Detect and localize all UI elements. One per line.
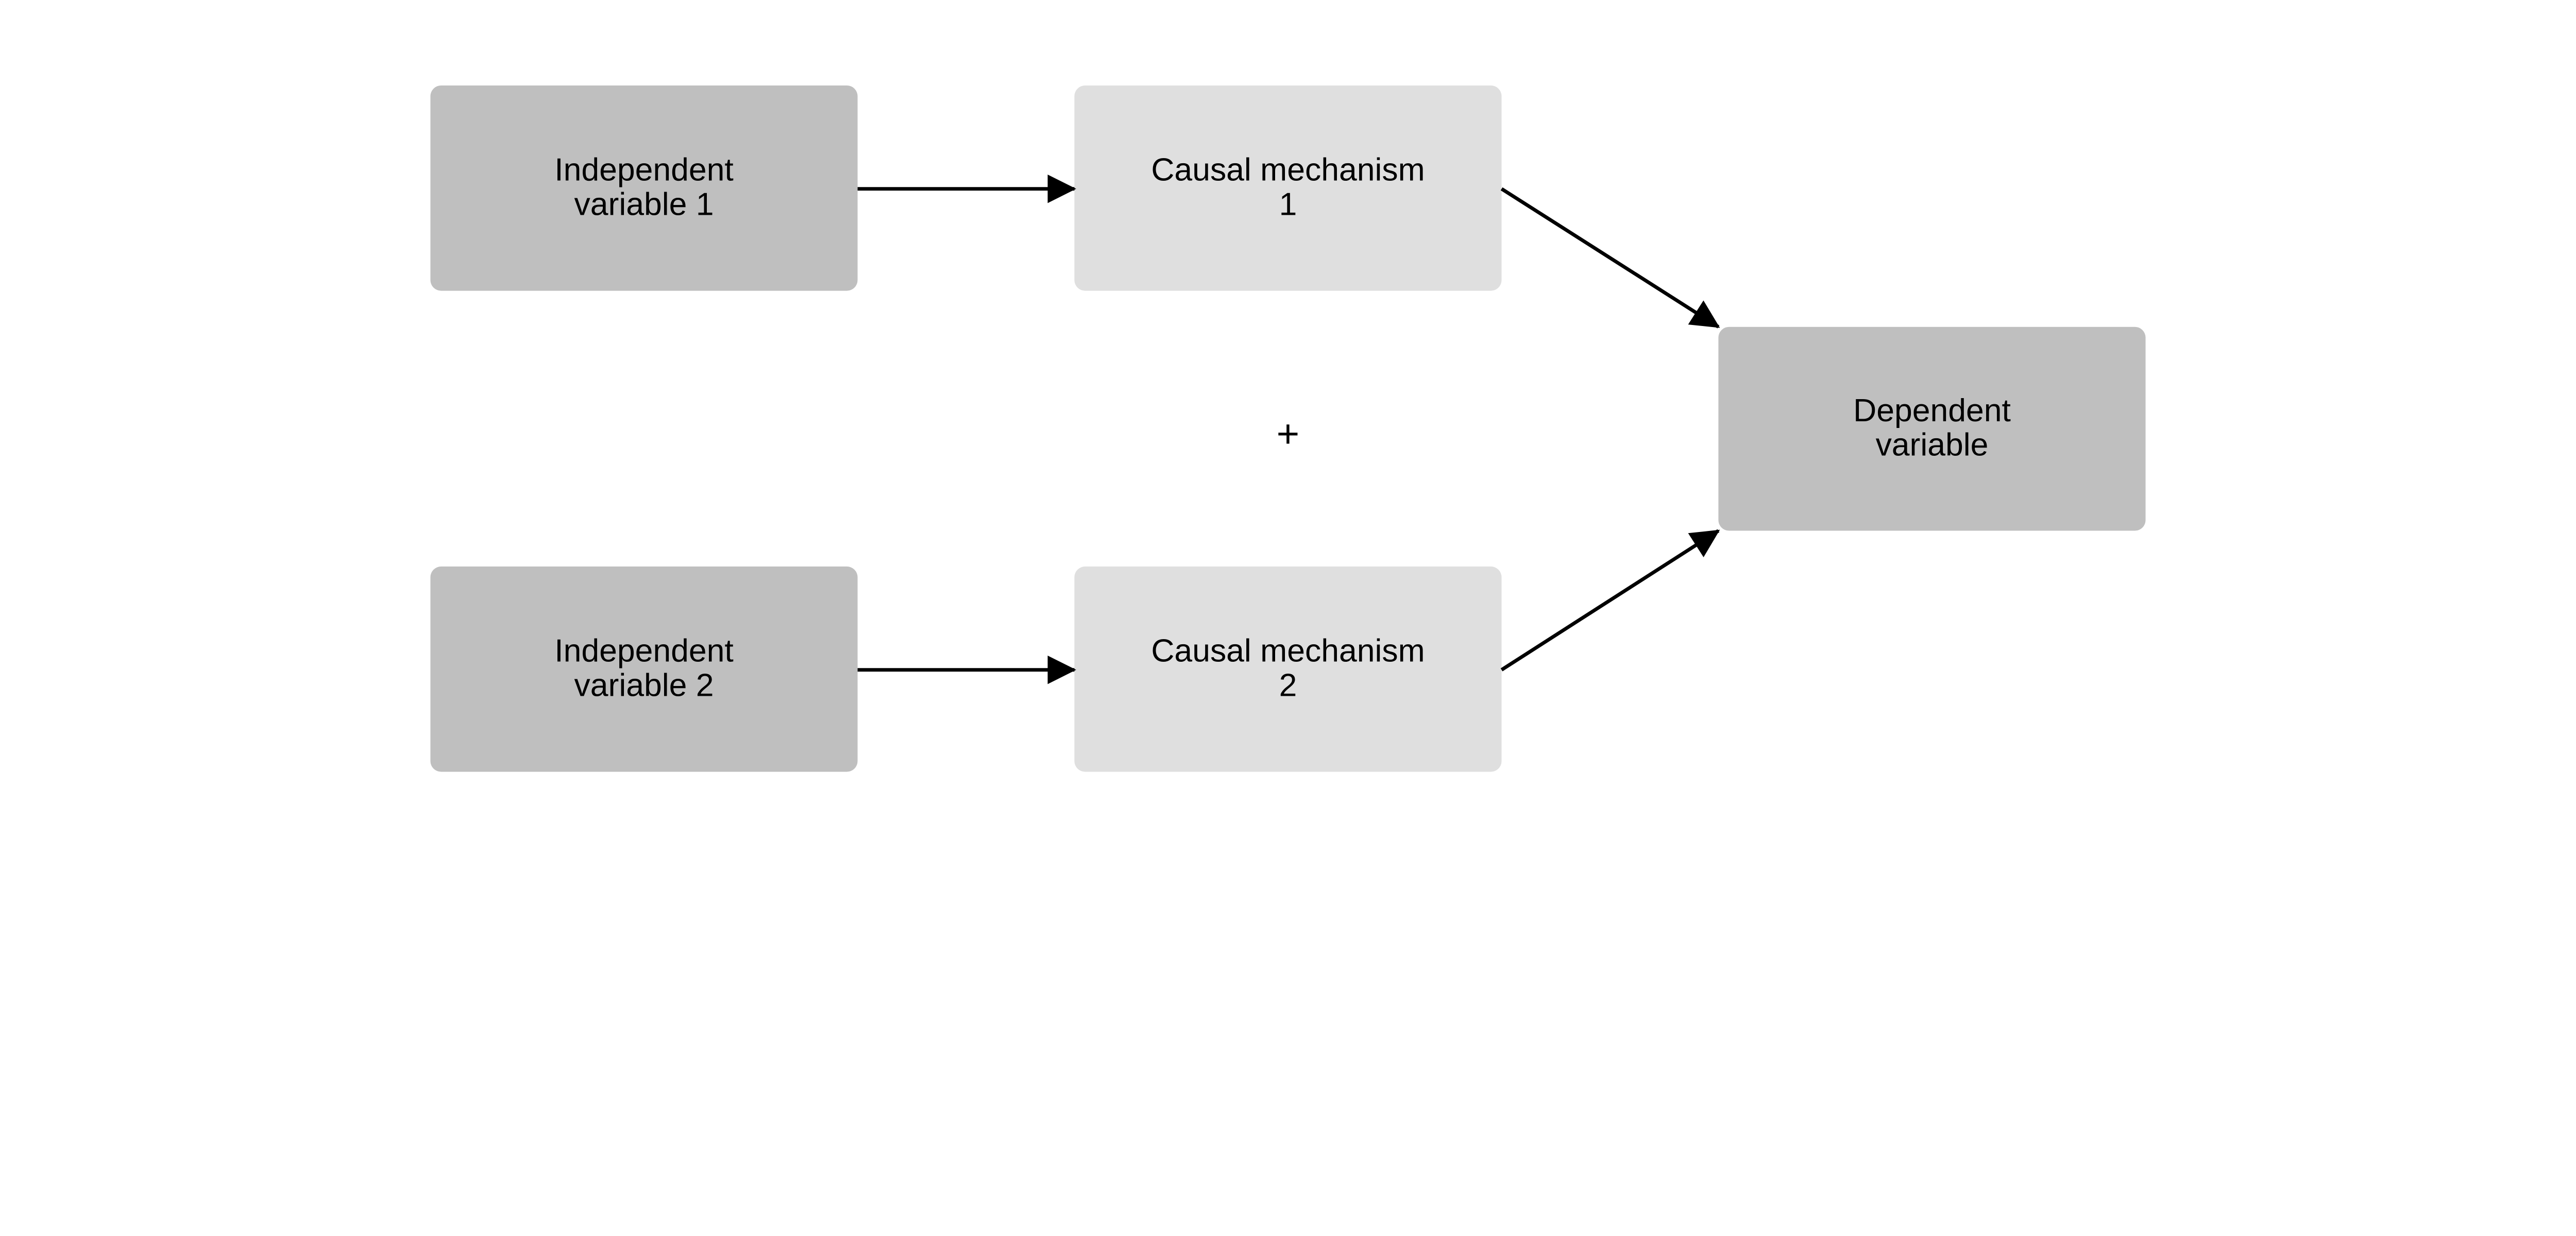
node-independent-variable-2: Independent variable 2 (430, 566, 858, 772)
node-independent-variable-1: Independent variable 1 (430, 85, 858, 291)
node-label-line1: Causal mechanism (1151, 152, 1425, 188)
node-label-line2: variable 1 (574, 186, 714, 222)
node-label-line1: Causal mechanism (1151, 633, 1425, 669)
node-label-line1: Independent (554, 152, 733, 188)
node-dependent-variable: Dependent variable (1718, 327, 2146, 531)
plus-sign: + (1277, 412, 1300, 456)
node-causal-mechanism-1: Causal mechanism 1 (1074, 85, 1502, 291)
node-label-line1: Independent (554, 633, 733, 669)
edge-cm2-to-dv (1500, 529, 1720, 672)
node-label-line1: Dependent (1853, 392, 2011, 428)
node-label-line2: variable 2 (574, 667, 714, 703)
node-label-line2: 2 (1279, 667, 1297, 703)
edge-cm1-to-dv (1500, 187, 1720, 329)
node-label-line2: variable (1876, 427, 1989, 463)
node-causal-mechanism-2: Causal mechanism 2 (1074, 566, 1502, 772)
causal-diagram: Independent variable 1 Causal mechanism … (430, 85, 2146, 772)
node-label-line2: 1 (1279, 186, 1297, 222)
